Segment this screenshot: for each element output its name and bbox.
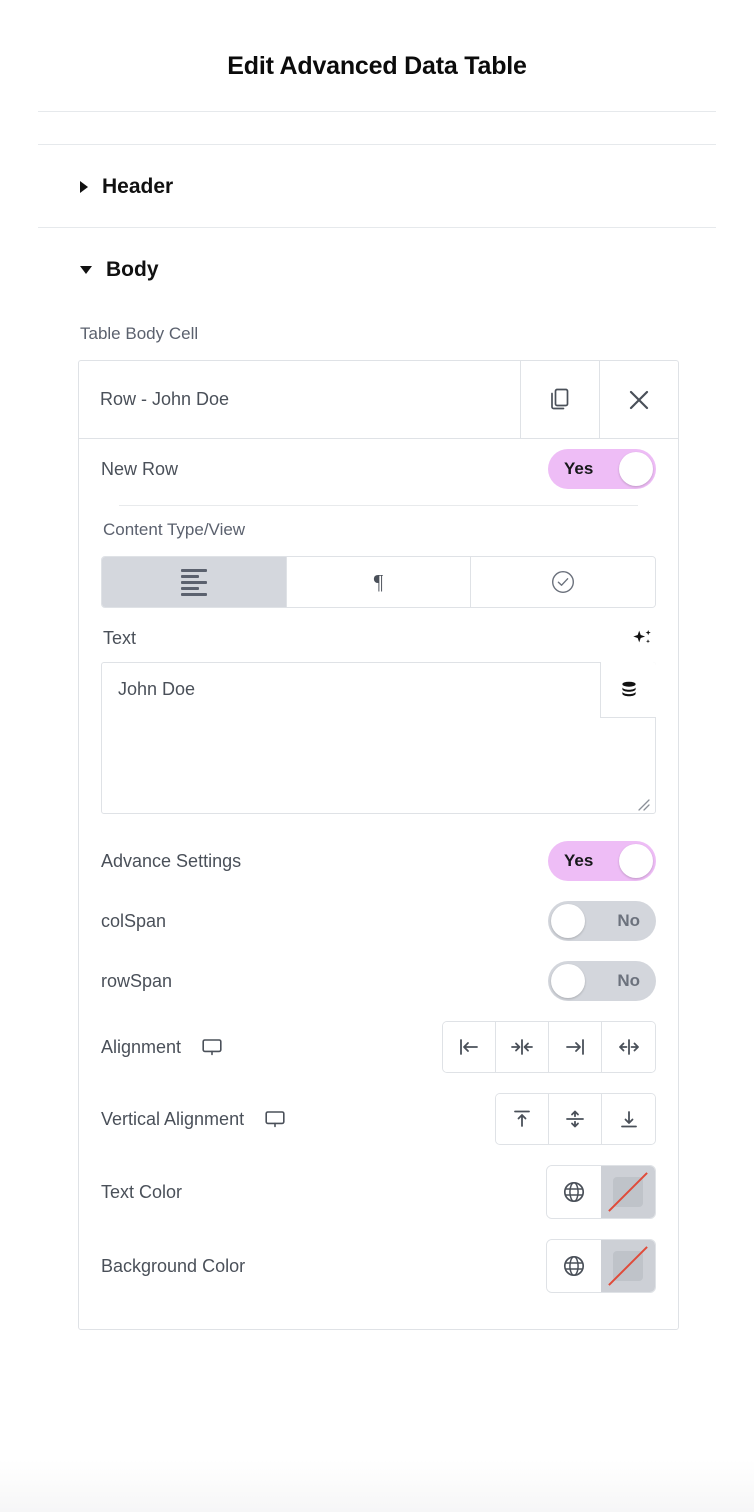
- desktop-icon[interactable]: [264, 1108, 286, 1130]
- background-color-label: Background Color: [101, 1255, 246, 1276]
- alignment-option-align-left[interactable]: [443, 1022, 496, 1072]
- colspan-control: colSpan No: [101, 891, 656, 951]
- new-row-toggle-value: Yes: [564, 459, 594, 478]
- new-row-toggle[interactable]: Yes: [548, 449, 656, 489]
- text-field-header: Text: [103, 626, 654, 650]
- alignment-label: Alignment: [101, 1036, 182, 1057]
- vertical-alignment-option-top[interactable]: [496, 1094, 549, 1144]
- background-color-global-button[interactable]: [547, 1240, 601, 1292]
- text-color-label: Text Color: [101, 1181, 183, 1202]
- title-divider: [38, 111, 716, 112]
- database-icon: [621, 681, 636, 696]
- text-color-swatch[interactable]: [601, 1166, 655, 1218]
- panel-title-bar: Edit Advanced Data Table: [0, 0, 754, 111]
- desktop-icon[interactable]: [201, 1036, 223, 1058]
- vertical-alignment-label: Vertical Alignment: [101, 1108, 245, 1129]
- vertical-alignment-option-middle[interactable]: [549, 1094, 602, 1144]
- rowspan-toggle-value: No: [617, 971, 640, 990]
- content-type-segmented-control: ¶: [101, 556, 656, 608]
- alignment-button-group: [442, 1021, 656, 1073]
- advance-settings-control: Advance Settings Yes: [101, 831, 656, 891]
- advance-settings-toggle-value: Yes: [564, 851, 594, 870]
- align-left-arrow-icon: [460, 1039, 478, 1055]
- alignment-option-align-justify[interactable]: [602, 1022, 655, 1072]
- align-center-arrow-icon: [511, 1039, 533, 1055]
- rowspan-label: rowSpan: [101, 970, 173, 991]
- align-bottom-icon: [620, 1111, 637, 1128]
- align-justify-arrow-icon: [618, 1039, 639, 1055]
- content-type-option-paragraph[interactable]: ¶: [286, 557, 472, 607]
- advance-settings-toggle[interactable]: Yes: [548, 841, 656, 881]
- content-type-option-text-align-left[interactable]: [102, 557, 287, 607]
- toggle-knob: [551, 964, 585, 998]
- bottom-fade: [0, 1460, 754, 1512]
- colspan-toggle-value: No: [617, 911, 640, 930]
- close-icon: [629, 390, 649, 409]
- globe-icon: [563, 1181, 585, 1203]
- alignment-option-align-center[interactable]: [496, 1022, 549, 1072]
- spacer-strip: [0, 112, 754, 144]
- repeater-card: Row - John Doe New Row: [78, 360, 679, 1330]
- vertical-alignment-option-bottom[interactable]: [602, 1094, 655, 1144]
- background-color-control: Background Color: [101, 1229, 656, 1303]
- advance-settings-label: Advance Settings: [101, 850, 242, 871]
- body-panel: Table Body Cell Row - John Doe: [0, 324, 754, 1330]
- sparkle-icon[interactable]: [630, 626, 654, 650]
- align-right-arrow-icon: [566, 1039, 584, 1055]
- colspan-label: colSpan: [101, 910, 167, 931]
- colspan-toggle[interactable]: No: [548, 901, 656, 941]
- text-field-wrapper: [101, 662, 656, 819]
- repeater-item-body: New Row Yes Content Type/View: [79, 439, 678, 1329]
- remove-item-button[interactable]: [599, 361, 678, 438]
- background-color-picker: [546, 1239, 656, 1293]
- section-header: Header: [0, 145, 754, 227]
- repeater-label: Table Body Cell: [80, 324, 199, 343]
- text-color-control: Text Color: [101, 1155, 656, 1229]
- sidebar-item-body[interactable]: Body: [0, 258, 754, 282]
- section-body: Body: [0, 228, 754, 310]
- toggle-knob: [551, 904, 585, 938]
- text-color-picker: [546, 1165, 656, 1219]
- pilcrow-icon: ¶: [373, 569, 384, 594]
- copy-icon: [551, 388, 569, 409]
- section-body-label: Body: [106, 258, 159, 281]
- repeater-item-title[interactable]: Row - John Doe: [100, 389, 230, 409]
- new-row-divider: [119, 505, 638, 506]
- text-field-label: Text: [103, 627, 137, 648]
- new-row-label: New Row: [101, 458, 179, 479]
- new-row-control: New Row Yes: [101, 439, 656, 499]
- check-circle-icon: [552, 570, 575, 594]
- align-middle-icon: [566, 1110, 584, 1128]
- toggle-knob: [619, 844, 653, 878]
- background-color-swatch[interactable]: [601, 1240, 655, 1292]
- text-color-global-button[interactable]: [547, 1166, 601, 1218]
- content-type-option-check[interactable]: [471, 557, 655, 607]
- section-header-label: Header: [102, 175, 174, 198]
- triangle-right-icon: [80, 181, 88, 193]
- section-divider-middle: [38, 227, 716, 228]
- rowspan-toggle[interactable]: No: [548, 961, 656, 1001]
- sidebar-item-header[interactable]: Header: [0, 175, 754, 199]
- vertical-alignment-button-group: [495, 1093, 656, 1145]
- repeater-item-header: Row - John Doe: [79, 361, 678, 439]
- section-divider-top: [38, 144, 716, 145]
- page-title: Edit Advanced Data Table: [227, 52, 527, 80]
- rowspan-control: rowSpan No: [101, 951, 656, 1011]
- align-left-icon: [180, 568, 207, 596]
- toggle-knob: [619, 452, 653, 486]
- content-type-label: Content Type/View: [103, 520, 246, 539]
- triangle-down-icon: [80, 266, 92, 274]
- alignment-option-align-right[interactable]: [549, 1022, 602, 1072]
- text-input[interactable]: [101, 662, 656, 814]
- duplicate-item-button[interactable]: [520, 361, 599, 438]
- globe-icon: [563, 1255, 585, 1277]
- alignment-control: Alignment: [101, 1011, 656, 1083]
- align-top-icon: [514, 1110, 530, 1127]
- dynamic-tags-button[interactable]: [600, 662, 656, 718]
- vertical-alignment-control: Vertical Alignment: [101, 1083, 656, 1155]
